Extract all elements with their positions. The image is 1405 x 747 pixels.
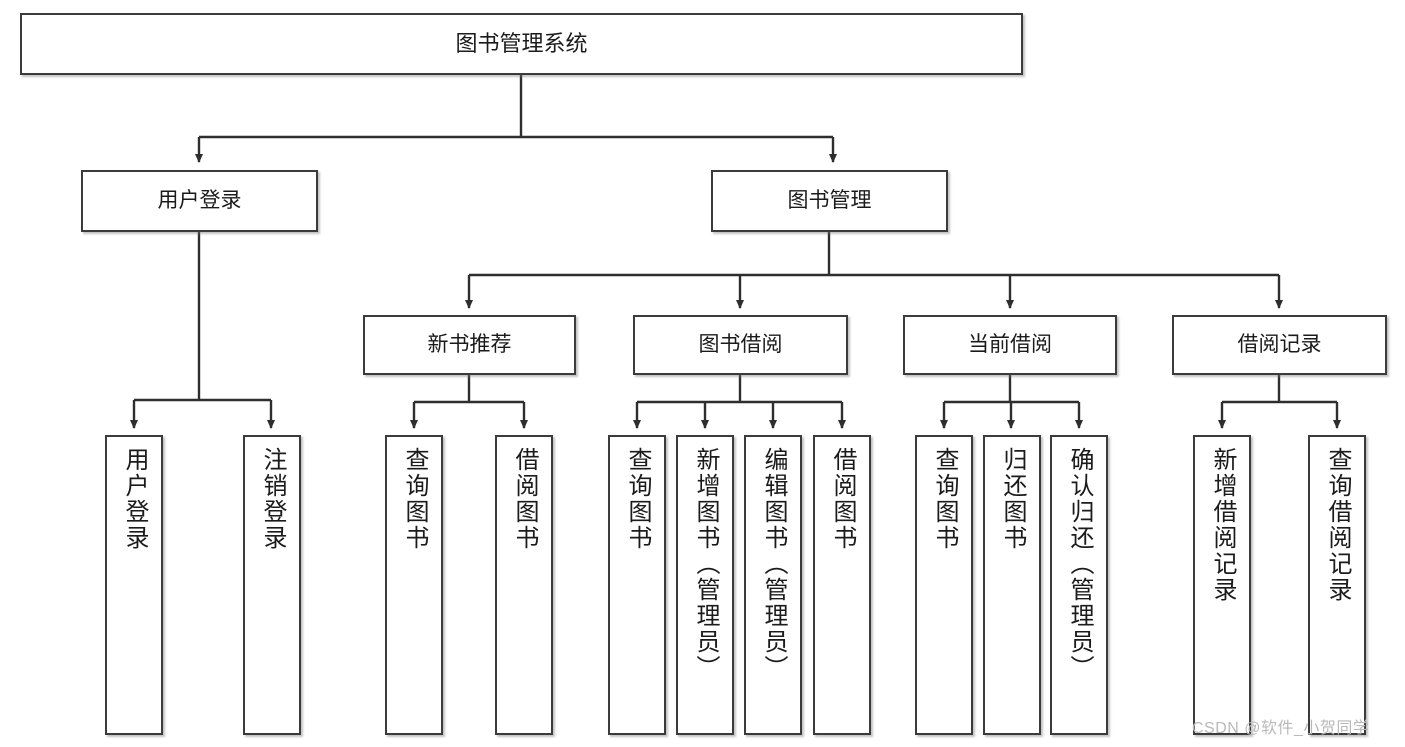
node-label: 确认归还（管理员） — [1066, 447, 1093, 681]
node-label: 注销登录 — [259, 447, 286, 551]
leaf-edit-book[interactable]: 编辑图书（管理员） — [744, 435, 802, 735]
leaf-add-record[interactable]: 新增借阅记录 — [1193, 435, 1251, 735]
node-label: 用户登录 — [157, 188, 242, 212]
node-label: 图书管理系统 — [455, 31, 588, 57]
leaf-user-login[interactable]: 用户登录 — [105, 435, 163, 735]
node-label: 归还图书 — [999, 447, 1026, 551]
node-label: 借阅图书 — [511, 447, 538, 551]
node-label: 图书借阅 — [698, 332, 783, 356]
leaf-return-book[interactable]: 归还图书 — [983, 435, 1041, 735]
node-label: 新书推荐 — [427, 332, 512, 356]
node-borrow-record[interactable]: 借阅记录 — [1172, 315, 1387, 375]
node-label: 查询借阅记录 — [1324, 447, 1351, 603]
node-label: 借阅记录 — [1237, 332, 1322, 356]
node-label: 图书管理 — [787, 188, 872, 212]
leaf-add-book[interactable]: 新增图书（管理员） — [676, 435, 734, 735]
node-label: 查询图书 — [401, 447, 428, 551]
node-new-book-rec[interactable]: 新书推荐 — [363, 315, 576, 375]
node-label: 编辑图书（管理员） — [760, 447, 787, 681]
leaf-query-book-3[interactable]: 查询图书 — [915, 435, 973, 735]
node-book-manage[interactable]: 图书管理 — [711, 170, 948, 232]
leaf-borrow-book-2[interactable]: 借阅图书 — [813, 435, 871, 735]
leaf-query-record[interactable]: 查询借阅记录 — [1308, 435, 1366, 735]
leaf-borrow-book-1[interactable]: 借阅图书 — [495, 435, 553, 735]
node-label: 新增图书（管理员） — [692, 447, 719, 681]
node-current-borrow[interactable]: 当前借阅 — [903, 315, 1117, 375]
node-root-system[interactable]: 图书管理系统 — [20, 13, 1023, 75]
node-label: 查询图书 — [624, 447, 651, 551]
node-book-borrow[interactable]: 图书借阅 — [633, 315, 848, 375]
watermark-text: CSDN @软件_小贺同学 — [1192, 720, 1370, 737]
leaf-query-book-1[interactable]: 查询图书 — [385, 435, 443, 735]
node-user-login[interactable]: 用户登录 — [81, 170, 318, 232]
leaf-query-book-2[interactable]: 查询图书 — [608, 435, 666, 735]
node-label: 当前借阅 — [968, 332, 1052, 356]
node-label: 用户登录 — [121, 447, 148, 551]
node-label: 新增借阅记录 — [1209, 447, 1236, 603]
node-label: 查询图书 — [931, 447, 958, 551]
leaf-confirm-return[interactable]: 确认归还（管理员） — [1050, 435, 1108, 735]
leaf-logout[interactable]: 注销登录 — [243, 435, 301, 735]
node-label: 借阅图书 — [829, 447, 856, 551]
